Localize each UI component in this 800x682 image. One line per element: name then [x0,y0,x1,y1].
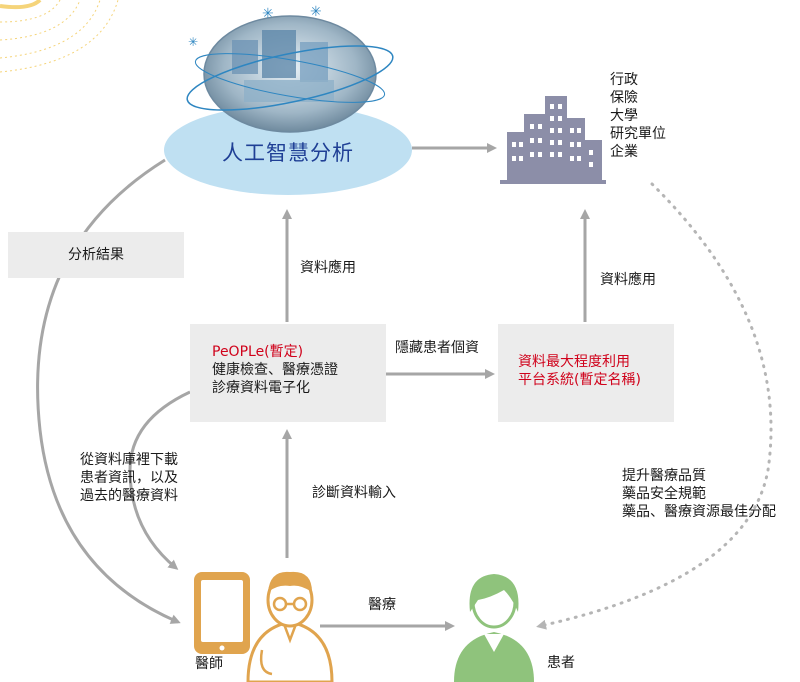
platform-box-line: 平台系統(暫定名稱) [518,372,641,388]
people-box-line: 健康檢查、醫療憑證 [212,362,338,378]
institution-item: 研究單位 [610,126,666,142]
platform-box-line: 資料最大程度利用 [518,354,630,370]
people-box-title: PeOPLe(暫定) [212,344,304,360]
data-usage-right-label: 資料應用 [600,272,656,288]
arrow-institutions-to-patient [536,182,773,630]
doctor-icon [246,571,334,682]
hide-patient-label: 隱藏患者個資 [395,340,479,356]
building-icon [500,96,606,184]
doctor-label: 醫師 [195,656,223,672]
analysis-result-label: 分析結果 [68,246,124,263]
ai-cloud [164,105,412,195]
medical-label: 醫療 [368,597,396,613]
brain-icon: ✳ ✳ ✳ [186,4,394,133]
benefits-list: 提升醫療品質 藥品安全規範 藥品、醫療資源最佳分配 [622,467,776,521]
platform-box: 資料最大程度利用 平台系統(暫定名稱) [498,324,674,422]
arrow-people-to-doctor [128,390,191,570]
benefit-item: 藥品安全規範 [622,486,706,502]
svg-text:✳: ✳ [262,6,274,22]
tablet-icon [194,572,250,654]
download-note: 從資料庫裡下載 患者資訊，以及 過去的醫療資料 [80,451,178,505]
download-note-line: 患者資訊，以及 [80,470,178,486]
patient-icon [454,574,534,682]
data-usage-left-label: 資料應用 [300,260,356,276]
arrow-ai-to-doctor [36,158,181,624]
institution-item: 保險 [610,90,638,106]
institution-item: 大學 [610,108,638,124]
svg-text:✳: ✳ [188,35,198,49]
benefit-item: 提升醫療品質 [622,468,706,484]
institution-item: 企業 [610,144,638,160]
download-note-line: 過去的醫療資料 [80,488,178,504]
people-box-line: 診療資料電子化 [212,380,310,396]
ai-analysis-title: 人工智慧分析 [222,141,354,165]
sun-decoration-icon [0,0,119,73]
diagnosis-input-label: 診斷資料輸入 [312,485,396,501]
benefit-item: 藥品、醫療資源最佳分配 [622,504,776,520]
analysis-result-box: 分析結果 [8,232,184,278]
people-box: PeOPLe(暫定) 健康檢查、醫療憑證 診療資料電子化 [190,324,386,422]
institution-list: 行政 保險 大學 研究單位 企業 [610,71,666,161]
svg-text:✳: ✳ [310,4,322,20]
patient-label: 患者 [547,655,575,671]
institution-item: 行政 [610,72,638,88]
diagram-arrows [36,143,590,631]
download-note-line: 從資料庫裡下載 [80,452,178,468]
